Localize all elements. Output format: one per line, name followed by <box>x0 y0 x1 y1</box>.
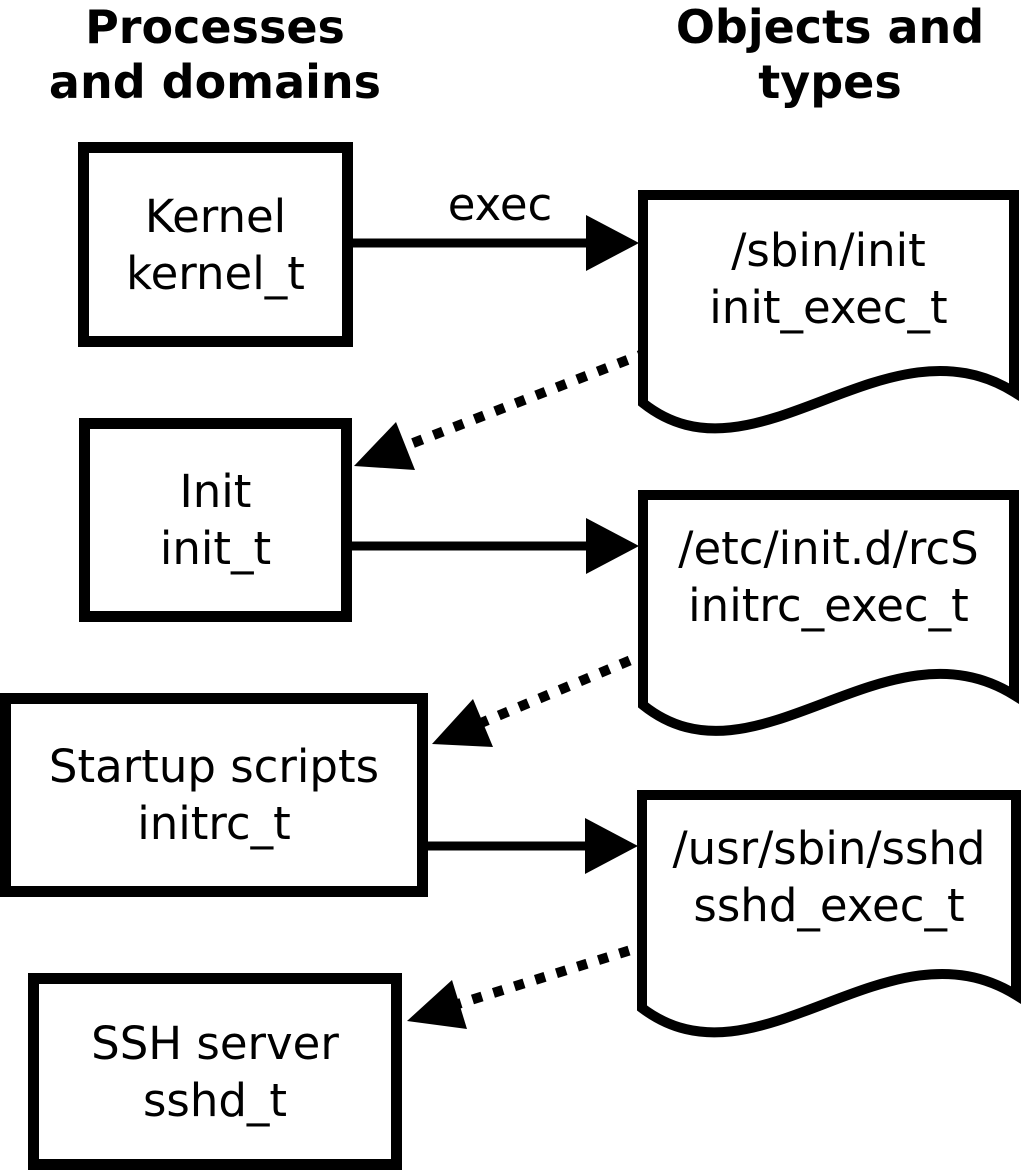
exec-arrowhead-kernel <box>586 215 639 271</box>
process-name: Kernel <box>144 189 287 243</box>
object-label-usr-sbin-sshd: /usr/sbin/sshd sshd_exec_t <box>642 820 1016 934</box>
process-box-ssh-server: SSH server sshd_t <box>28 973 402 1170</box>
dotted-transition-line-initrc <box>479 647 652 728</box>
column-header-line: Processes <box>85 0 345 54</box>
column-header-line: Objects and <box>675 0 985 54</box>
object-label-sbin-init: /sbin/init init_exec_t <box>643 222 1014 336</box>
process-box-init: Init init_t <box>79 418 352 622</box>
dotted-transition-line-sshd <box>456 939 652 1009</box>
object-path: /etc/init.d/rcS <box>678 522 979 575</box>
document-shape-usr-sbin-sshd <box>637 790 1021 1038</box>
object-label-etc-initd-rcs: /etc/init.d/rcS initrc_exec_t <box>643 520 1014 634</box>
process-name: Init <box>179 465 252 518</box>
document-shape-sbin-init <box>638 190 1019 434</box>
object-type: initrc_exec_t <box>688 579 969 632</box>
process-domain: kernel_t <box>126 246 305 300</box>
object-path: /usr/sbin/sshd <box>672 822 986 875</box>
exec-arrowhead-startup <box>585 818 638 874</box>
process-domain: sshd_t <box>142 1073 288 1127</box>
column-header-line: types <box>758 55 902 109</box>
document-shape-etc-initd-rcs <box>638 490 1019 736</box>
column-header-line: and domains <box>48 55 382 109</box>
process-name: SSH server <box>91 1016 339 1070</box>
object-path: /sbin/init <box>731 224 926 277</box>
column-header-processes: Processes and domains <box>0 0 430 110</box>
process-domain: initrc_t <box>137 797 291 850</box>
dotted-transition-line-init <box>406 347 650 450</box>
dotted-arrowhead-init <box>354 422 415 470</box>
column-header-objects: Objects and types <box>636 0 1024 110</box>
process-name: Startup scripts <box>48 740 380 793</box>
dotted-arrowhead-initrc <box>432 699 493 747</box>
dotted-arrowhead-sshd <box>407 980 467 1029</box>
process-domain: init_t <box>159 522 272 575</box>
exec-edge-label: exec <box>447 178 553 231</box>
process-box-kernel: Kernel kernel_t <box>78 142 353 347</box>
object-type: init_exec_t <box>709 281 948 334</box>
object-type: sshd_exec_t <box>693 879 965 932</box>
process-box-startup-scripts: Startup scripts initrc_t <box>0 693 428 897</box>
exec-arrowhead-init <box>586 518 639 574</box>
